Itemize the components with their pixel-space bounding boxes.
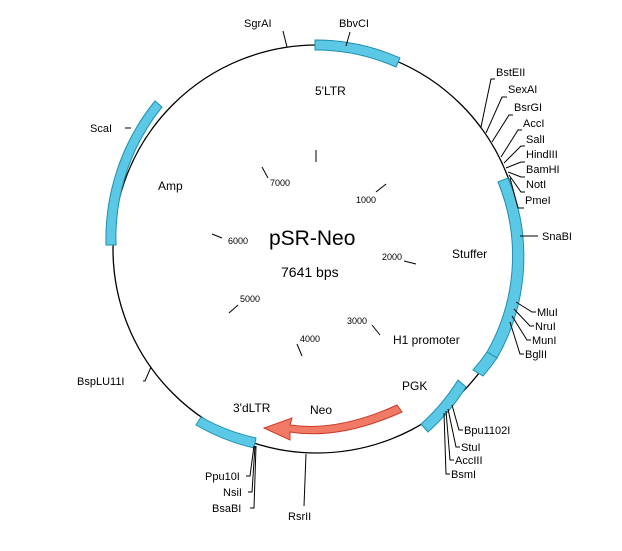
- tick-label-7000: 7000: [270, 178, 290, 188]
- leader-ppu10i: [246, 445, 255, 477]
- leader-sali: [503, 145, 525, 164]
- feature-label-neo: Neo: [310, 403, 332, 417]
- site-leader-lines: [125, 30, 538, 509]
- tick-mark-7000: [261, 166, 269, 179]
- site-sgrai: SgrAI: [244, 18, 272, 30]
- site-bsabi: BsaBI: [212, 503, 241, 515]
- feature-label-3dltr: 3'dLTR: [233, 401, 271, 415]
- leader-bpu1102i: [451, 404, 463, 431]
- leader-bsteii: [480, 78, 495, 128]
- site-ppu10i: Ppu10I: [205, 471, 240, 483]
- feature-5ltr-arc: [314, 39, 401, 68]
- tick-mark-4000: [296, 343, 303, 357]
- tick-mark-3000: [371, 324, 381, 336]
- leader-noti: [508, 174, 525, 193]
- feature-stuffer-arc: [486, 177, 525, 359]
- site-nrui: NruI: [535, 321, 556, 333]
- feature-label-5ltr: 5'LTR: [315, 84, 346, 98]
- feature-pgk-arc: [420, 379, 467, 433]
- leader-bsmi: [443, 412, 450, 475]
- site-mlui: MluI: [537, 307, 558, 319]
- leader-hindiii: [505, 161, 525, 169]
- tick-label-4000: 4000: [300, 334, 320, 344]
- tick-label-2000: 2000: [382, 252, 402, 262]
- site-sexai: SexAI: [508, 84, 537, 96]
- site-bsrgi: BsrGI: [514, 102, 542, 114]
- tick-label-1000: 1000: [356, 195, 376, 205]
- feature-amp-arc: [105, 100, 163, 246]
- site-rsrii: RsrII: [288, 511, 311, 523]
- site-bamhi: BamHI: [526, 164, 560, 176]
- leader-mlui: [515, 301, 536, 313]
- leader-bsabi: [250, 445, 257, 509]
- feature-label-stuffer: Stuffer: [452, 247, 487, 261]
- leader-acci: [500, 129, 522, 158]
- site-acciii: AccIII: [455, 455, 483, 467]
- leader-bbvci: [345, 31, 351, 47]
- site-bsplu11i: BspLU11I: [77, 376, 125, 388]
- tick-mark-5000: [228, 304, 239, 314]
- site-stui: StuI: [461, 442, 481, 454]
- leader-bamhi: [507, 171, 525, 178]
- leader-nrui: [513, 308, 534, 327]
- site-bglii: BglII: [525, 349, 547, 361]
- tick-label-5000: 5000: [240, 294, 260, 304]
- site-scai: ScaI: [90, 123, 112, 135]
- feature-label-h1-promoter: H1 promoter: [393, 333, 460, 347]
- site-acci: AccI: [523, 118, 544, 130]
- feature-3dltr-arc: [195, 416, 257, 449]
- feature-arcs: [105, 39, 525, 449]
- tick-label-6000: 6000: [228, 236, 248, 246]
- site-pmei: PmeI: [525, 195, 551, 207]
- site-bbvci: BbvCI: [339, 18, 369, 30]
- tick-mark-1000: [375, 183, 387, 193]
- site-noti: NotI: [526, 179, 546, 191]
- site-sali: SalI: [526, 134, 545, 146]
- site-muni: MunI: [532, 335, 556, 347]
- site-snabi: SnaBI: [542, 231, 572, 243]
- site-bpu1102i: Bpu1102I: [464, 425, 510, 437]
- site-bsmi: BsmI: [451, 469, 476, 481]
- leader-bglii: [509, 321, 524, 355]
- leader-stui: [447, 408, 460, 448]
- tick-label-3000: 3000: [347, 316, 367, 326]
- neo-feature-arrow: [262, 404, 403, 441]
- site-hindiii: HindIII: [526, 149, 558, 161]
- leader-nsii: [248, 445, 256, 493]
- feature-label-pgk: PGK: [402, 379, 427, 393]
- leader-sexai: [485, 96, 507, 134]
- tick-mark-6000: [211, 233, 223, 239]
- site-bsteii: BstEII: [496, 67, 525, 79]
- site-nsii: NsiI: [223, 487, 242, 499]
- leader-rsrii: [303, 453, 307, 507]
- leader-bsrgi: [491, 114, 513, 143]
- leader-pmei: [509, 177, 524, 209]
- feature-label-amp: Amp: [158, 179, 183, 193]
- leader-muni: [511, 315, 531, 341]
- scale-ticks: [211, 150, 417, 357]
- plasmid-name: pSR-Neo: [269, 227, 355, 250]
- leader-acciii: [445, 410, 454, 461]
- leader-bsplu11i: [143, 366, 152, 382]
- feature-h1-promoter-arc: [472, 351, 498, 377]
- plasmid-size: 7641 bps: [281, 264, 339, 280]
- tick-mark-2000: [403, 260, 417, 265]
- leader-sgrai: [282, 30, 288, 48]
